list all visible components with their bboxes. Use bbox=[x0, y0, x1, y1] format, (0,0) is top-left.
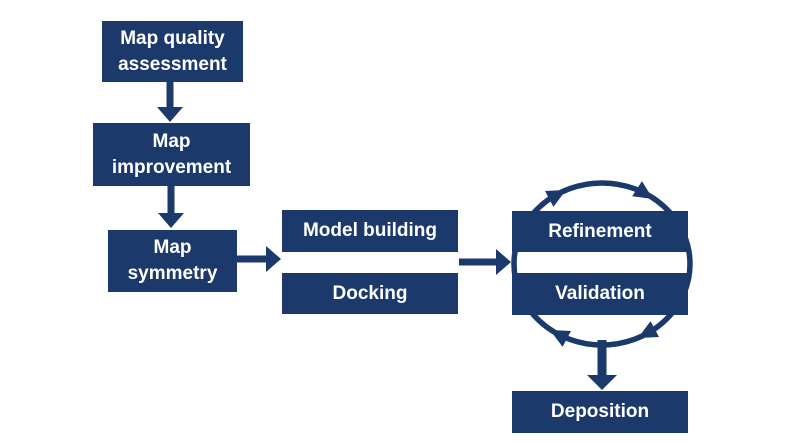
arrow-improvement-to-symmetry-icon bbox=[158, 186, 184, 228]
node-label: Docking bbox=[332, 282, 408, 304]
node-label: Validation bbox=[555, 283, 645, 304]
node-label: Model building bbox=[302, 220, 438, 241]
arrow-modelbuilding-to-refinement-icon bbox=[459, 249, 511, 275]
node-map-quality-assessment: Map quality assessment bbox=[102, 21, 243, 82]
arrow-cycle-to-deposition-icon bbox=[587, 340, 617, 390]
cycle-arrowhead-bottom-right-icon bbox=[638, 321, 660, 338]
node-refinement: Refinement bbox=[512, 211, 688, 252]
node-map-symmetry: Map symmetry bbox=[108, 230, 237, 292]
arrow-quality-to-improvement-icon bbox=[157, 82, 183, 122]
node-validation: Validation bbox=[512, 273, 688, 315]
node-deposition: Deposition bbox=[512, 391, 688, 433]
node-label: Map quality assessment bbox=[118, 27, 227, 75]
cycle-arrowhead-top-left-icon bbox=[544, 190, 566, 207]
refinement-validation-cycle-ellipse bbox=[511, 180, 693, 348]
node-label: Refinement bbox=[548, 220, 652, 242]
node-label: Map improvement bbox=[111, 130, 232, 178]
node-map-improvement: Map improvement bbox=[93, 123, 250, 186]
node-model-building: Model building bbox=[282, 210, 458, 252]
node-label: Map symmetry bbox=[127, 237, 218, 284]
cycle-arrowhead-bottom-left-icon bbox=[550, 330, 572, 347]
node-label: Deposition bbox=[550, 401, 650, 422]
arrow-symmetry-to-modelbuilding-icon bbox=[237, 246, 281, 272]
cycle-arrowhead-top-right-icon bbox=[632, 181, 653, 199]
node-docking: Docking bbox=[282, 273, 458, 314]
